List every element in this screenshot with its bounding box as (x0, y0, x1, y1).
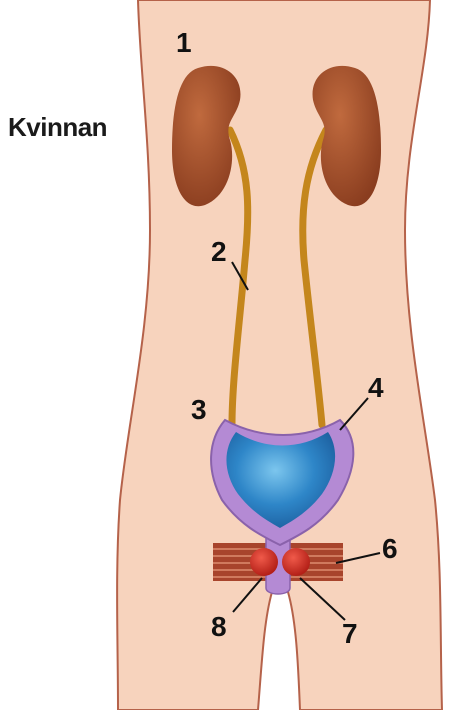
label-4: 4 (368, 374, 384, 402)
label-6: 6 (382, 535, 398, 563)
external-sphincter-right (282, 548, 310, 576)
label-8: 8 (211, 613, 227, 641)
label-3: 3 (191, 396, 207, 424)
body-silhouette (117, 0, 442, 710)
label-2: 2 (211, 238, 227, 266)
diagram-title: Kvinnan (8, 112, 107, 143)
label-1: 1 (176, 29, 192, 57)
internal-sphincter-left (250, 548, 278, 576)
label-7: 7 (342, 620, 358, 648)
